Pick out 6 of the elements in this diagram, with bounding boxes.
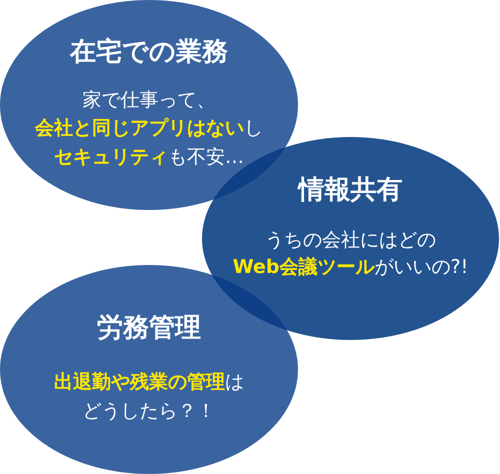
topic-heading: 労務管理 — [97, 312, 201, 345]
topic-text: うちの会社にはどのWeb会議ツールがいいの?! — [232, 228, 468, 280]
topic-heading: 在宅での業務 — [70, 36, 228, 69]
topic-text: 出退勤や残業の管理はどうしたら？！ — [54, 370, 244, 424]
topic-heading: 情報共有 — [298, 174, 402, 207]
topic-text: 家で仕事って、会社と同じアプリはないしセキュリティも不安… — [35, 88, 263, 170]
